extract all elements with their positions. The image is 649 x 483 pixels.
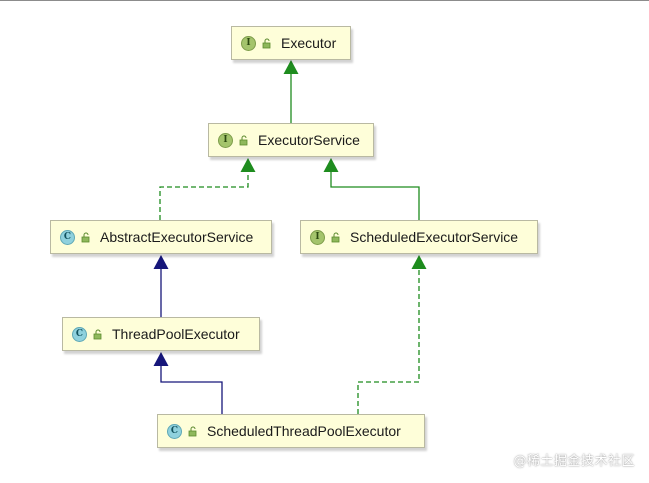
arrowhead-threadpoolexecutor: [153, 352, 169, 366]
node-scheduledexecutorservice[interactable]: I ScheduledExecutorService: [300, 220, 538, 254]
public-access-icon: [331, 232, 340, 242]
public-access-icon: [93, 329, 102, 339]
public-access-icon: [262, 38, 271, 48]
node-label: Executor: [281, 35, 337, 51]
node-scheduledthreadpoolexecutor[interactable]: C ScheduledThreadPoolExecutor: [157, 414, 425, 448]
node-label: ScheduledExecutorService: [350, 229, 519, 245]
top-border: [0, 0, 649, 1]
interface-icon: I: [241, 35, 256, 51]
public-access-icon: [188, 426, 197, 436]
edge-scheduledexecutorservice-executorservice: [330, 172, 420, 220]
arrowhead-scheduledexecutorservice: [411, 255, 427, 269]
interface-icon: I: [218, 132, 233, 148]
class-icon: C: [72, 326, 87, 342]
node-label: AbstractExecutorService: [100, 229, 254, 245]
node-label: ThreadPoolExecutor: [112, 326, 240, 342]
node-executorservice[interactable]: I ExecutorService: [208, 123, 374, 157]
watermark: @稀土掘金技术社区: [513, 454, 635, 469]
class-icon: C: [60, 229, 75, 245]
arrowhead-executorservice-left: [240, 158, 256, 172]
arrowhead-executorservice-right: [323, 158, 339, 172]
interface-icon: I: [310, 229, 325, 245]
node-abstractexecutorservice[interactable]: C AbstractExecutorService: [50, 220, 272, 254]
arrowhead-executor: [283, 60, 299, 74]
edge-scheduledthreadpoolexecutor-scheduledexecutorservice: [357, 269, 420, 414]
public-access-icon: [239, 135, 248, 145]
node-threadpoolexecutor[interactable]: C ThreadPoolExecutor: [62, 317, 260, 351]
class-icon: C: [167, 423, 182, 439]
arrowhead-abstractexecutorservice: [153, 255, 169, 269]
node-label: ScheduledThreadPoolExecutor: [207, 423, 401, 439]
public-access-icon: [81, 232, 90, 242]
node-executor[interactable]: I Executor: [231, 26, 351, 60]
edge-scheduledthreadpoolexecutor-threadpoolexecutor: [160, 366, 223, 414]
edge-abstractexecutorservice-executorservice: [159, 172, 249, 220]
node-label: ExecutorService: [258, 132, 360, 148]
